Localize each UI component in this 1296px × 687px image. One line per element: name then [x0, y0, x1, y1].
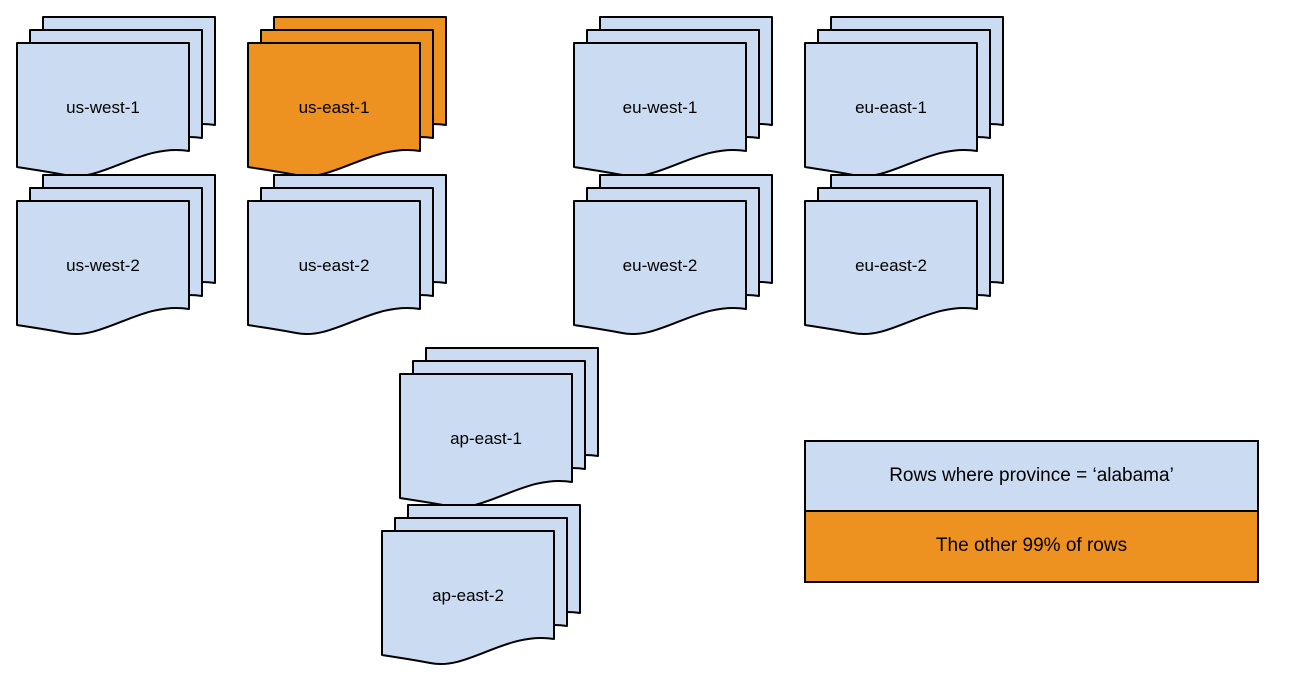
legend-label: Rows where province = ‘alabama’: [889, 464, 1174, 486]
document-sheet-front: [573, 200, 747, 336]
document-stack-icon: [16, 174, 216, 336]
document-stack-icon: [16, 16, 216, 178]
document-sheet-front: [247, 42, 421, 178]
document-stack-icon: [247, 16, 447, 178]
legend-label: The other 99% of rows: [935, 535, 1128, 557]
document-sheet-front: [247, 200, 421, 336]
document-stack-icon: [399, 347, 599, 509]
region-stack-eu-west-1[interactable]: eu-west-1: [573, 16, 773, 197]
document-sheet-front: [399, 373, 573, 509]
legend-row-matching-rows: Rows where province = ‘alabama’: [806, 442, 1257, 512]
legend: Rows where province = ‘alabama’ The other…: [804, 440, 1259, 583]
document-sheet-front: [16, 200, 190, 336]
region-stack-us-west-2[interactable]: us-west-2: [16, 174, 216, 355]
legend-row-other-rows: The other 99% of rows: [806, 511, 1257, 581]
document-sheet-front: [381, 530, 555, 666]
document-stack-icon: [247, 174, 447, 336]
region-stack-us-east-2[interactable]: us-east-2: [247, 174, 447, 355]
region-stack-ap-east-2[interactable]: ap-east-2: [381, 504, 581, 685]
document-stack-icon: [573, 16, 773, 178]
document-sheet-front: [804, 200, 978, 336]
region-stack-eu-west-2[interactable]: eu-west-2: [573, 174, 773, 355]
document-stack-icon: [381, 504, 581, 666]
region-stack-ap-east-1[interactable]: ap-east-1: [399, 347, 599, 528]
region-stack-us-east-1[interactable]: us-east-1: [247, 16, 447, 197]
document-sheet-front: [16, 42, 190, 178]
document-stack-icon: [804, 16, 1004, 178]
region-stack-eu-east-1[interactable]: eu-east-1: [804, 16, 1004, 197]
document-sheet-front: [573, 42, 747, 178]
region-stack-eu-east-2[interactable]: eu-east-2: [804, 174, 1004, 355]
document-stack-icon: [804, 174, 1004, 336]
document-sheet-front: [804, 42, 978, 178]
document-stack-icon: [573, 174, 773, 336]
region-stack-us-west-1[interactable]: us-west-1: [16, 16, 216, 197]
